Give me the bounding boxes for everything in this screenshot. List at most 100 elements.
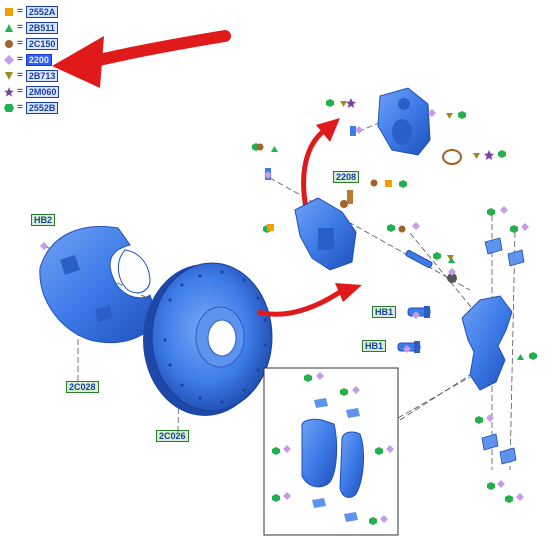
hexagon-marker xyxy=(399,180,407,188)
red-arrow-disc-head xyxy=(335,283,362,302)
diamond-lilac-icon xyxy=(4,55,14,65)
legend-item-2b511[interactable]: =2B511 xyxy=(4,22,58,34)
legend-item-2c150[interactable]: =2C150 xyxy=(4,38,59,50)
red-arrow-legend xyxy=(84,30,231,68)
diamond-marker xyxy=(386,445,394,453)
diamond-marker xyxy=(40,242,48,250)
diamond-marker xyxy=(428,109,436,117)
square-marker xyxy=(267,224,274,231)
triangle-down-marker xyxy=(447,255,454,261)
circle-brown-icon xyxy=(4,39,14,49)
diamond-marker xyxy=(448,268,456,276)
legend-item-2b713[interactable]: =2B713 xyxy=(4,70,59,82)
triangle-down-olive-icon xyxy=(4,71,14,81)
legend-code[interactable]: 2M060 xyxy=(25,86,60,98)
seal-ring xyxy=(442,149,462,165)
triangle-marker xyxy=(517,354,524,360)
hexagon-marker xyxy=(387,224,395,232)
triangle-down-marker xyxy=(340,101,347,107)
legend-equals: = xyxy=(17,86,23,97)
legend-code[interactable]: 2552A xyxy=(25,6,59,18)
legend-equals: = xyxy=(17,22,23,33)
diamond-marker xyxy=(283,492,291,500)
red-arrow-caliper-head xyxy=(316,118,340,142)
legend-equals: = xyxy=(17,102,23,113)
hexagon-green-icon xyxy=(4,103,14,113)
triangle-marker xyxy=(448,257,455,263)
circle-marker xyxy=(398,225,406,233)
guide-pin-upper xyxy=(407,306,431,318)
legend-equals: = xyxy=(17,38,23,49)
legend-item-2200[interactable]: =2200 xyxy=(4,54,52,66)
hexagon-marker xyxy=(510,225,518,233)
bolt-lower xyxy=(350,126,356,136)
callout-2c028[interactable]: 2C028 xyxy=(66,381,99,393)
legend-code[interactable]: 2B511 xyxy=(25,22,58,34)
hexagon-marker xyxy=(487,208,495,216)
legend-code[interactable]: 2200 xyxy=(25,54,52,66)
square-orange-icon xyxy=(4,7,14,17)
caliper-bolt xyxy=(405,249,457,283)
star-marker xyxy=(346,98,356,108)
diamond-marker xyxy=(264,171,272,179)
diamond-marker xyxy=(283,445,291,453)
diamond-marker xyxy=(500,206,508,214)
red-arrow-legend-head xyxy=(52,36,104,88)
star-purple-icon xyxy=(4,87,14,97)
caliper-carrier-bracket xyxy=(461,295,513,391)
hexagon-marker xyxy=(326,99,334,107)
triangle-down-marker xyxy=(473,153,480,159)
callout-hb1-lower[interactable]: HB1 xyxy=(362,340,387,352)
red-arrow-caliper xyxy=(301,128,327,209)
hexagon-marker xyxy=(304,374,312,382)
diamond-marker xyxy=(355,126,363,134)
callout-2c026[interactable]: 2C026 xyxy=(156,430,189,442)
legend-equals: = xyxy=(17,54,23,65)
symbol-markers xyxy=(40,98,537,525)
hexagon-marker xyxy=(433,252,441,260)
caliper-housing xyxy=(377,87,431,156)
circle-marker xyxy=(256,143,264,151)
dust-shield-2c028 xyxy=(39,226,159,344)
brake-disc-2c026 xyxy=(143,262,273,416)
diamond-marker xyxy=(403,345,411,353)
triangle-green-icon xyxy=(4,23,14,33)
hexagon-marker xyxy=(272,447,280,455)
callout-hb1-upper[interactable]: HB1 xyxy=(372,306,397,318)
callout-2208[interactable]: 2208 xyxy=(333,171,360,183)
diamond-marker xyxy=(352,386,360,394)
diamond-marker xyxy=(380,515,388,523)
caliper-body xyxy=(294,197,357,271)
bleeder-screw xyxy=(347,190,353,204)
triangle-down-marker xyxy=(446,113,453,119)
star-marker xyxy=(484,150,494,160)
hexagon-marker xyxy=(375,447,383,455)
triangle-marker xyxy=(271,146,278,152)
diamond-marker xyxy=(497,480,505,488)
diamond-marker xyxy=(412,222,420,230)
inset-leader xyxy=(397,376,471,419)
callout-hb2[interactable]: HB2 xyxy=(31,214,56,226)
square-marker xyxy=(385,180,392,187)
hexagon-marker xyxy=(340,388,348,396)
hexagon-marker xyxy=(272,494,280,502)
circle-marker xyxy=(370,179,378,187)
legend-equals: = xyxy=(17,6,23,17)
hexagon-marker xyxy=(487,482,495,490)
legend-item-2m060[interactable]: =2M060 xyxy=(4,86,60,98)
legend-equals: = xyxy=(17,70,23,81)
legend-code[interactable]: 2552B xyxy=(25,102,59,114)
hexagon-marker xyxy=(475,416,483,424)
hexagon-marker xyxy=(529,352,537,360)
legend-code[interactable]: 2C150 xyxy=(25,38,59,50)
diamond-marker xyxy=(521,223,529,231)
legend-item-2552a[interactable]: =2552A xyxy=(4,6,59,18)
hexagon-marker xyxy=(369,517,377,525)
diamond-marker xyxy=(516,493,524,501)
legend-code[interactable]: 2B713 xyxy=(25,70,59,82)
brake-pads xyxy=(301,398,364,522)
hexagon-marker xyxy=(458,111,466,119)
legend-item-2552b[interactable]: =2552B xyxy=(4,102,59,114)
